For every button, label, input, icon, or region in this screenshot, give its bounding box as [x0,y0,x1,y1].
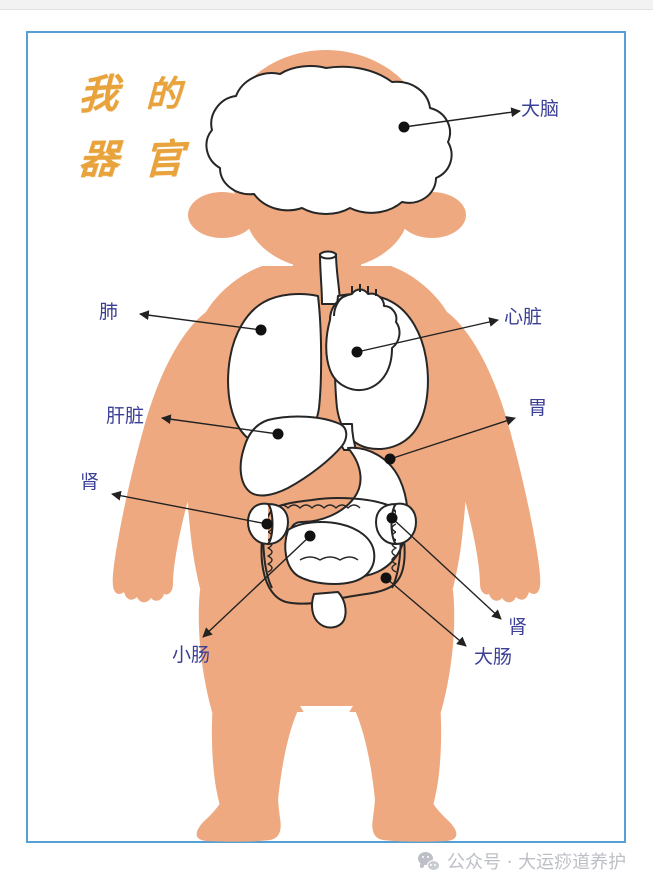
title-char-3: 器 [76,135,121,183]
label-kidney-right: 肾 [508,616,528,638]
label-heart: 心脏 [504,306,543,328]
wechat-icon [418,851,440,871]
label-liver: 肝脏 [106,405,145,427]
label-lung: 肺 [99,301,119,323]
watermark-text: 公众号 · 大运痧道养护 [447,852,627,873]
label-small-intestine: 小肠 [172,644,211,666]
page-title: 我 的 器 官 [66,62,196,192]
title-char-4: 官 [142,134,185,184]
title-char-2: 的 [145,73,182,116]
label-kidney-left: 肾 [80,471,100,493]
label-stomach: 胃 [528,397,548,419]
top-strip [0,0,653,10]
watermark: 公众号 · 大运痧道养护 [418,848,626,874]
title-char-1: 我 [77,69,120,119]
label-large-intestine: 大肠 [474,646,513,668]
label-brain: 大脑 [521,98,560,120]
